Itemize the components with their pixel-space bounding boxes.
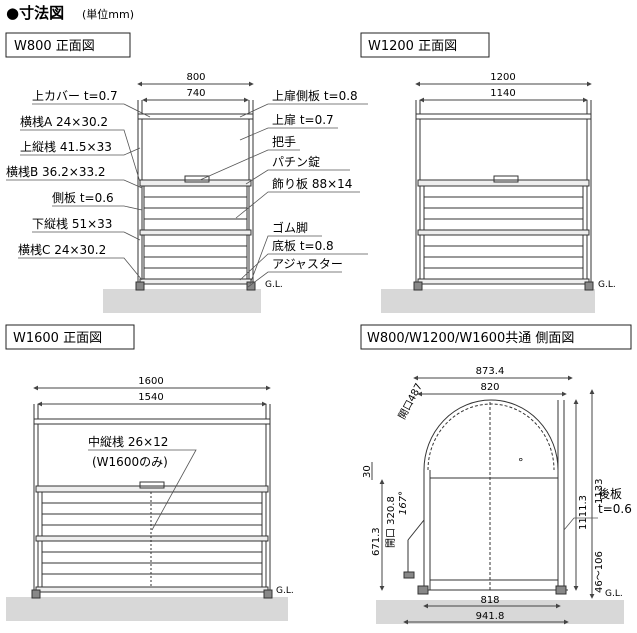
w1200-title: W1200 正面図 — [368, 39, 457, 54]
side-open-top: 開口487 — [396, 381, 425, 421]
w800-label-left-5: 側板 t=0.6 — [52, 191, 114, 205]
w1600-title: W1600 正面図 — [13, 331, 102, 346]
w800-label-right-3: 把手 — [272, 135, 296, 149]
side-top-inner: 820 — [480, 382, 499, 393]
side-bottom-outer: 941.8 — [476, 611, 505, 622]
side-bottom-inner: 818 — [480, 595, 499, 606]
panel-w800: W800 正面図 800 740 G.L. 上カバー t=0.7 — [5, 32, 368, 313]
side-gl: G.L. — [605, 589, 623, 599]
side-back-t: t=0.6 — [598, 502, 632, 516]
side-top-outer: 873.4 — [476, 366, 505, 377]
page-title: ●寸法図 — [6, 4, 64, 22]
w800-gl: G.L. — [265, 280, 283, 290]
w800-width-outer: 800 — [186, 72, 205, 83]
w1200-ground — [381, 289, 595, 313]
w800-label-left-4: 横桟B 36.2×33.2 — [6, 165, 106, 179]
w800-label-left-1: 上カバー t=0.7 — [32, 89, 118, 103]
w800-label-right-8: アジャスター — [272, 257, 343, 271]
side-h30: 30 — [362, 465, 373, 478]
w800-width-inner: 740 — [186, 88, 205, 99]
side-h1133: 1133 — [594, 479, 605, 504]
w1200-width-outer: 1200 — [490, 72, 515, 83]
w800-title: W800 正面図 — [14, 39, 95, 54]
w1600-gl: G.L. — [276, 586, 294, 596]
side-open-front: 開口 320.8 — [385, 496, 397, 548]
w800-label-right-5: 飾り板 88×14 — [272, 177, 352, 191]
panel-side: W800/W1200/W1600共通 側面図 873.4 820 G.L. ° — [360, 324, 632, 625]
side-angle-mark: ° — [518, 456, 524, 469]
w800-label-right-2: 上扉 t=0.7 — [272, 113, 334, 127]
w1200-width-inner: 1140 — [490, 88, 515, 99]
side-angle: 167° — [398, 491, 409, 515]
side-title-box — [360, 324, 632, 350]
w800-label-right-4: パチン錠 — [272, 154, 320, 169]
w1600-width-outer: 1600 — [138, 376, 163, 387]
w800-label-right-1: 上扉側板 t=0.8 — [272, 89, 358, 103]
w1600-width-inner: 1540 — [138, 392, 163, 403]
w800-label-left-6: 下縦桟 51×33 — [32, 217, 112, 231]
w800-label-left-2: 横桟A 24×30.2 — [20, 115, 108, 129]
w800-title-box — [5, 32, 131, 58]
unit-note: (単位mm) — [82, 7, 134, 21]
w1200-title-box — [360, 32, 490, 58]
w800-label-left-3: 上縦桟 41.5×33 — [20, 140, 112, 154]
w800-label-right-7: 底板 t=0.8 — [272, 238, 334, 253]
w1600-note-2: (W1600のみ) — [92, 455, 168, 469]
w1200-gl: G.L. — [598, 280, 616, 290]
w1600-title-box — [5, 324, 135, 350]
w1600-note-1: 中縦桟 26×12 — [88, 434, 168, 449]
side-foot: 46〜106 — [594, 551, 605, 593]
panel-w1200: W1200 正面図 1200 1140 G.L. — [360, 32, 616, 313]
side-title: W800/W1200/W1600共通 側面図 — [367, 331, 574, 346]
w1600-ground — [6, 597, 288, 621]
w800-ground — [103, 289, 261, 313]
side-h1111: 1111.3 — [578, 495, 589, 530]
w800-label-left-7: 横桟C 24×30.2 — [18, 243, 106, 257]
side-h671: 671.3 — [371, 527, 382, 556]
side-back-plate: 後板 — [598, 487, 622, 501]
w800-label-right-6: ゴム脚 — [272, 220, 308, 235]
panel-w1600: W1600 正面図 1600 1540 G.L. 中縦桟 26×12 (W160… — [5, 324, 294, 621]
